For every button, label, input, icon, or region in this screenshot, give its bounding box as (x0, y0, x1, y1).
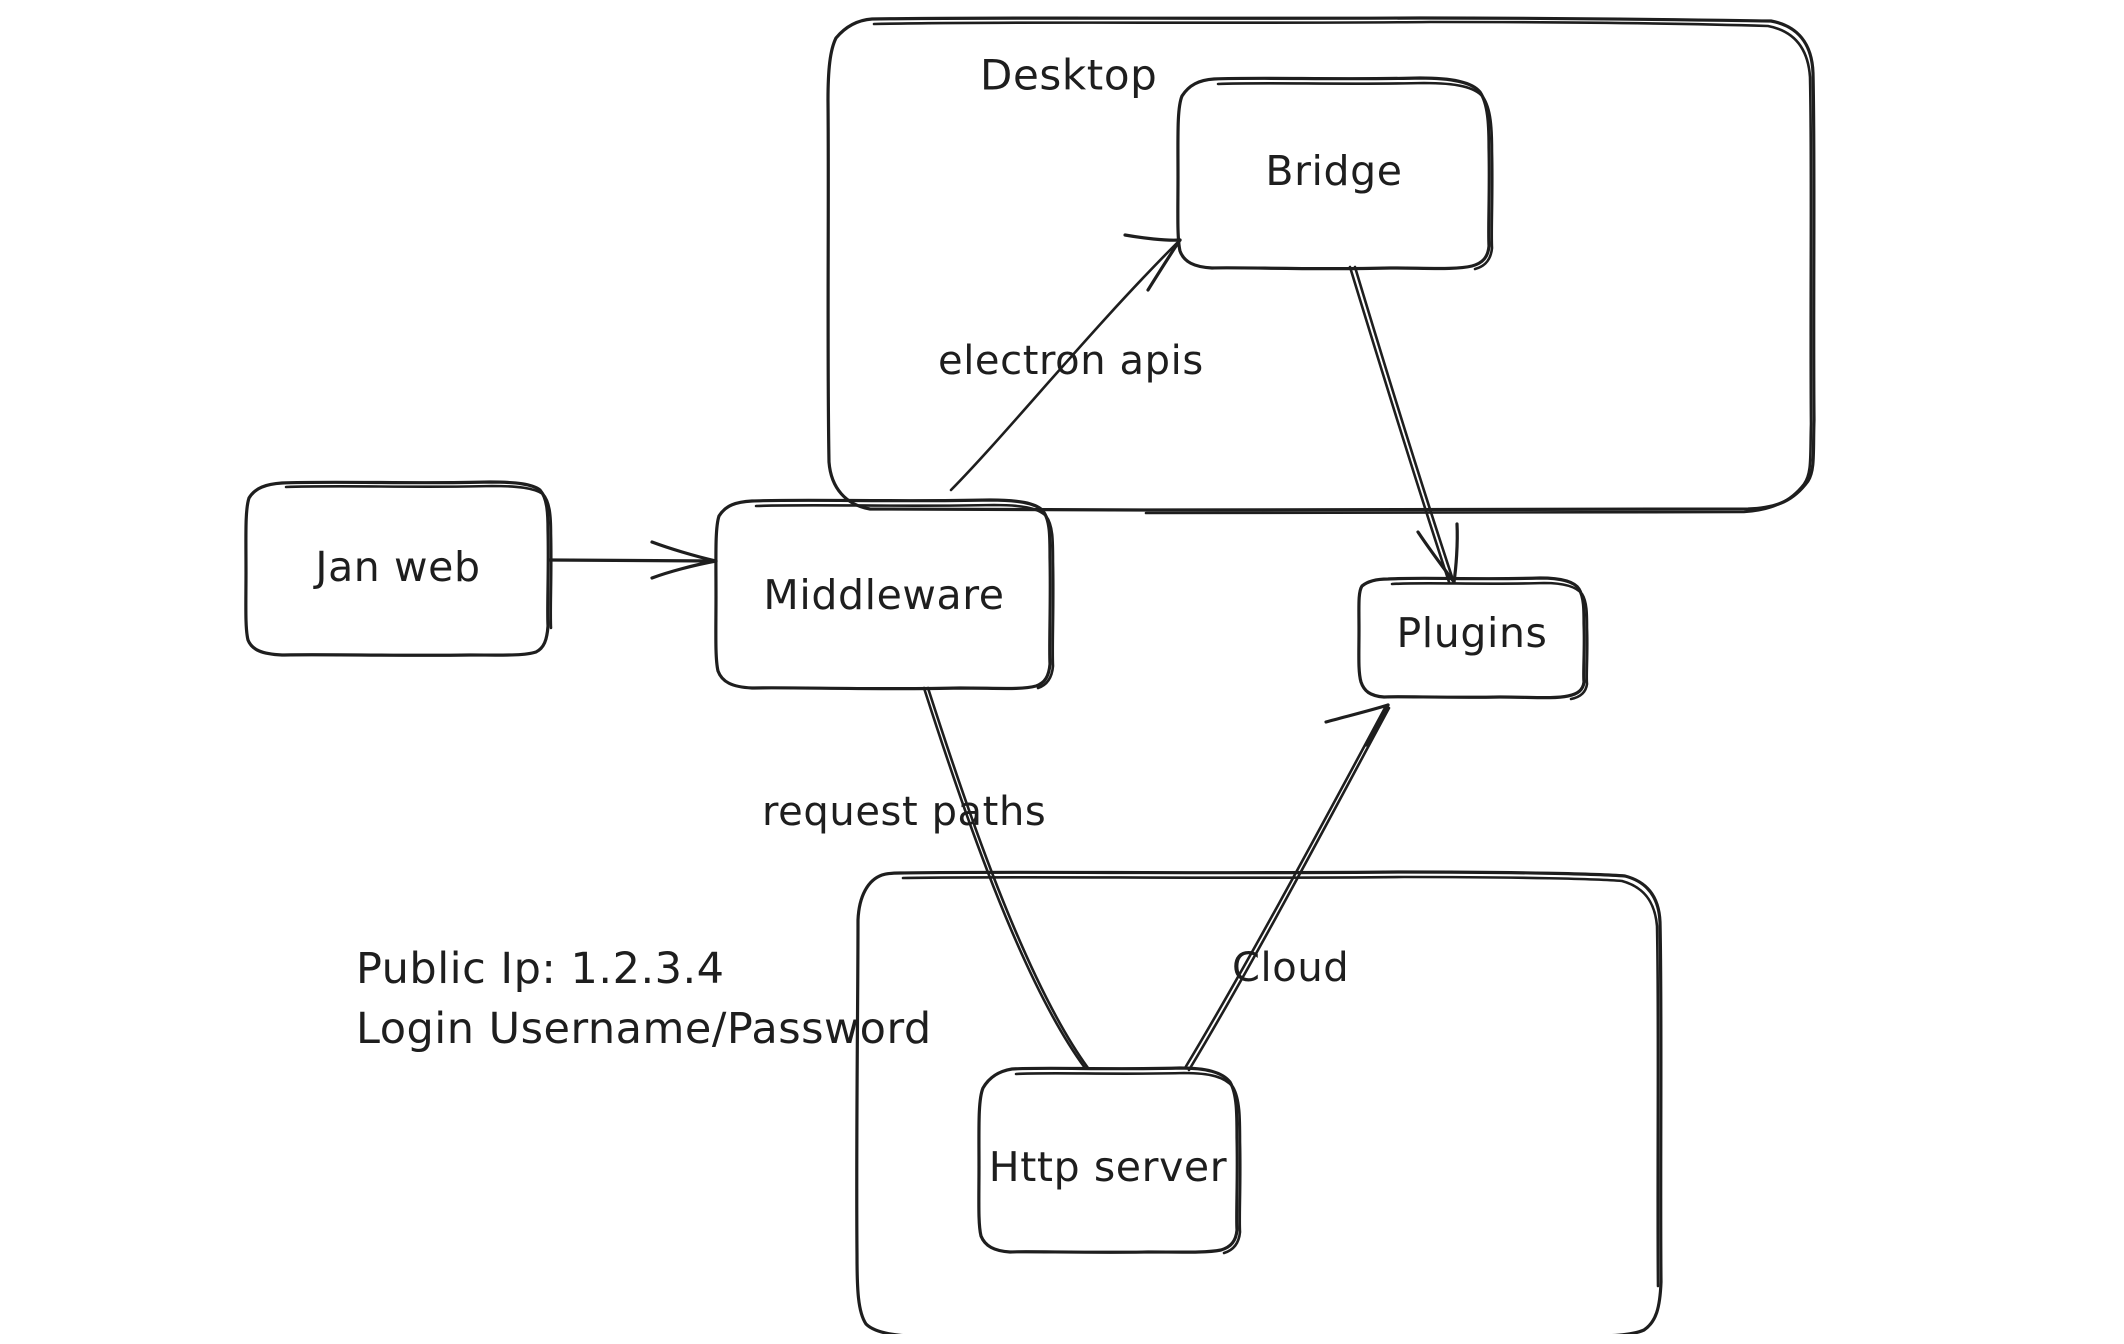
edge-middleware-to-bridge-line (949, 240, 1180, 492)
public-ip-note-line2: Login Username/Password (356, 1004, 932, 1054)
node-middleware-label: Middleware (763, 571, 1004, 619)
group-cloud-outline-secondary (901, 875, 1660, 1288)
node-plugins[interactable]: Plugins (1357, 576, 1589, 701)
node-http-server-outline-secondary (1014, 1071, 1242, 1255)
node-http-server-label: Http server (989, 1143, 1227, 1191)
edge-jan-web-to-middleware[interactable] (548, 540, 718, 580)
edge-http-server-to-plugins-line-secondary (1187, 706, 1391, 1072)
edge-http-server-to-plugins[interactable]: Cloud (1183, 703, 1391, 1072)
edge-middleware-to-bridge-label: electron apis (938, 338, 1204, 384)
node-plugins-outline-secondary (1390, 581, 1589, 701)
node-middleware[interactable]: Middleware (714, 498, 1055, 691)
edge-http-server-to-plugins-line (1183, 704, 1388, 1070)
node-http-server-outline (977, 1066, 1239, 1254)
node-middleware-outline (714, 498, 1052, 691)
node-plugins-outline (1357, 576, 1586, 700)
node-bridge[interactable]: Bridge (1176, 76, 1494, 271)
node-bridge-label: Bridge (1265, 147, 1402, 195)
edge-middleware-to-http-server-line-secondary (926, 686, 1090, 1070)
node-jan-web-outline-secondary (284, 484, 553, 630)
edge-jan-web-to-middleware-arrowhead (650, 540, 718, 563)
node-middleware-outline-secondary (754, 503, 1055, 690)
node-http-server[interactable]: Http server (977, 1066, 1242, 1255)
edge-http-server-to-plugins-arrowhead2 (1364, 703, 1390, 747)
edge-jan-web-to-middleware-line (548, 558, 718, 563)
node-bridge-outline-secondary (1216, 81, 1494, 271)
edge-middleware-to-bridge[interactable]: electron apis (938, 233, 1204, 492)
edge-middleware-to-http-server-line (922, 686, 1087, 1070)
edge-middleware-to-http-server-label: request paths (762, 789, 1046, 835)
node-plugins-label: Plugins (1396, 609, 1547, 657)
edge-bridge-to-plugins-line (1353, 265, 1455, 582)
group-desktop[interactable]: Desktop (826, 16, 1816, 515)
edge-bridge-to-plugins-line-secondary (1348, 265, 1451, 584)
node-jan-web-label: Jan web (312, 543, 480, 591)
group-desktop-outline-secondary (872, 20, 1813, 515)
edge-http-server-to-plugins-arrowhead (1324, 703, 1390, 724)
node-bridge-outline (1176, 76, 1491, 271)
edge-bridge-to-plugins[interactable] (1348, 265, 1459, 584)
edge-bridge-to-plugins-arrowhead (1416, 530, 1456, 584)
edge-jan-web-to-middleware-arrowhead2 (650, 559, 718, 580)
canvas-bottom-edge (0, 1334, 2124, 1344)
edge-middleware-to-bridge-arrowhead (1123, 233, 1182, 242)
node-jan-web[interactable]: Jan web (244, 480, 553, 657)
group-desktop-outline (826, 16, 1816, 512)
edge-middleware-to-http-server[interactable]: request paths (762, 686, 1090, 1070)
edge-middleware-to-bridge-arrowhead2 (1146, 238, 1182, 292)
public-ip-note-line1: Public Ip: 1.2.3.4 (356, 944, 725, 994)
edge-bridge-to-plugins-arrowhead2 (1452, 522, 1459, 584)
edge-http-server-to-plugins-label: Cloud (1232, 945, 1349, 991)
group-desktop-label: Desktop (980, 51, 1157, 100)
node-jan-web-outline (244, 480, 550, 657)
